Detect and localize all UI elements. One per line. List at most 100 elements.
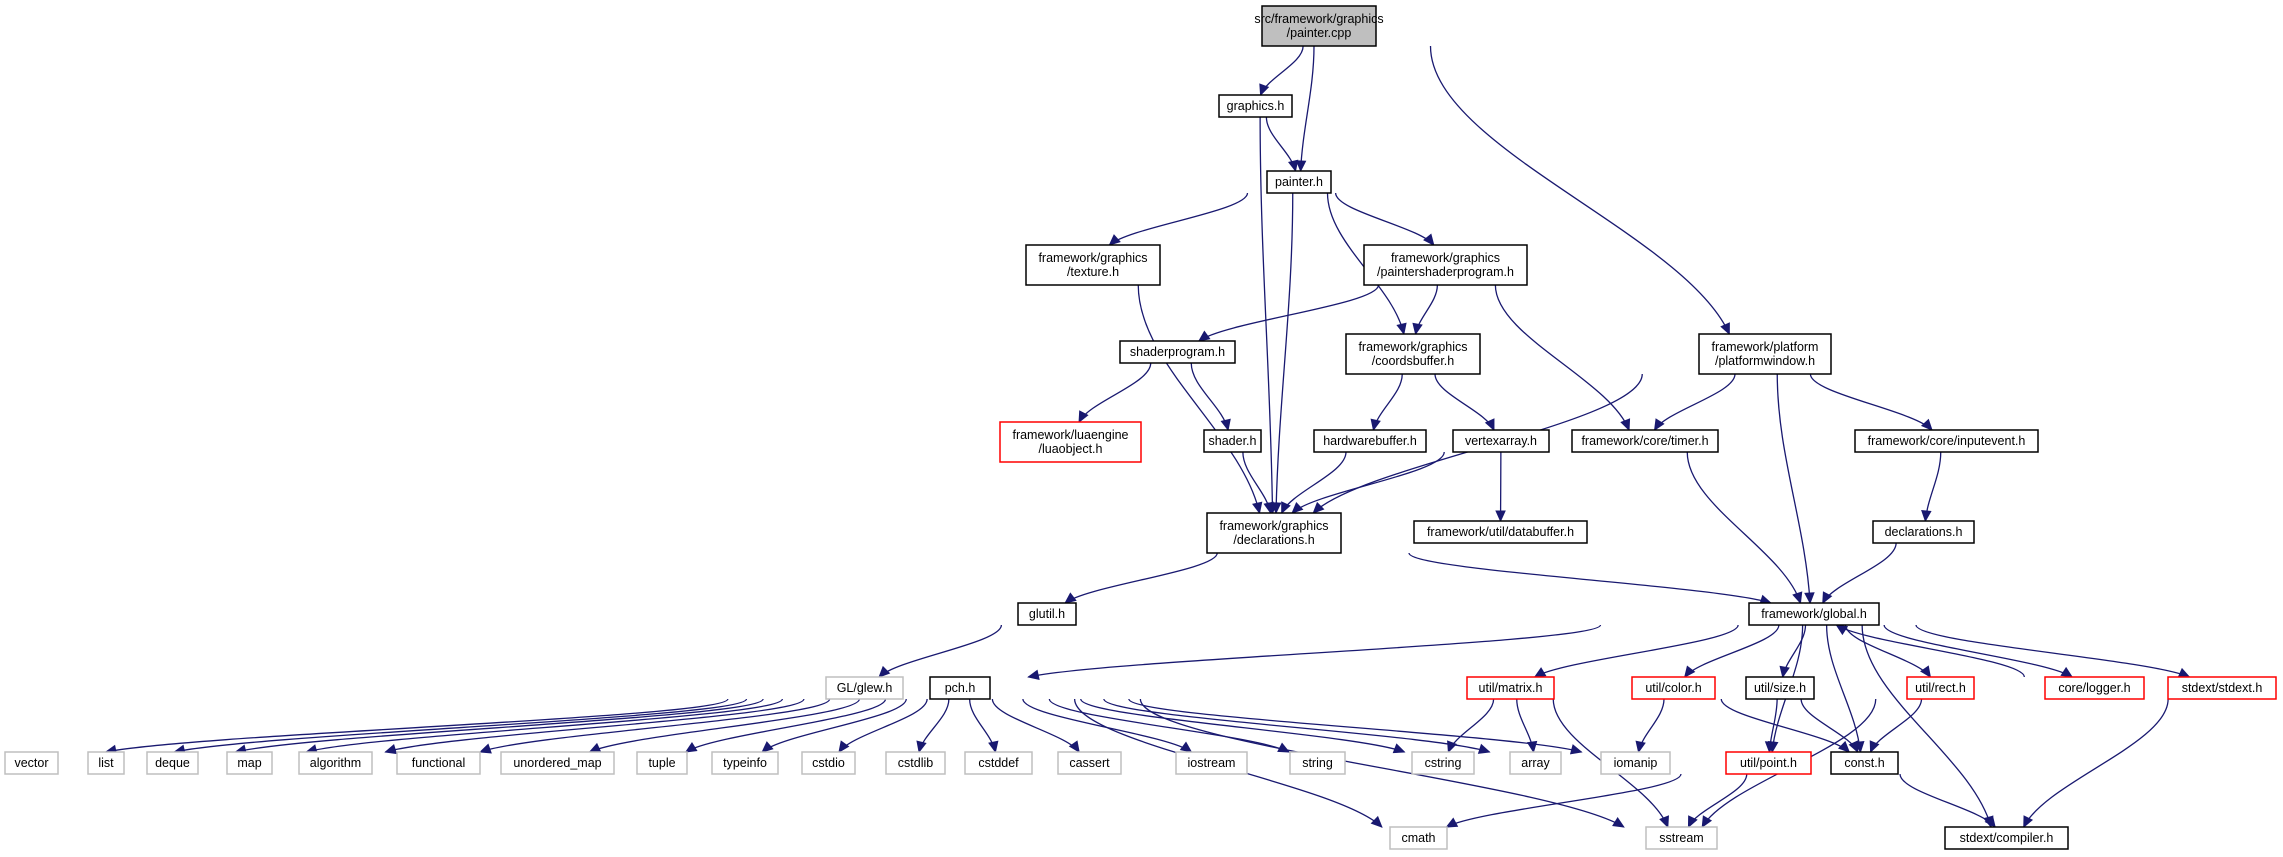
node-pch-h[interactable]: pch.h	[929, 676, 991, 700]
node-declarations-gfx-h[interactable]: framework/graphics/declarations.h	[1206, 512, 1342, 554]
node-label: cstdio	[812, 756, 845, 770]
node-cmath[interactable]: cmath	[1389, 826, 1448, 850]
node-list[interactable]: list	[87, 751, 125, 775]
node-label: util/size.h	[1754, 681, 1806, 695]
node-deque[interactable]: deque	[146, 751, 199, 775]
arrowhead-pch_h-to-cmath	[1370, 815, 1383, 828]
node-label: graphics.h	[1227, 99, 1285, 113]
node-label: framework/graphics	[1219, 519, 1328, 533]
edge-painter_cpp-to-painter_h	[1299, 45, 1315, 172]
node-databuffer-h[interactable]: framework/util/databuffer.h	[1413, 520, 1588, 544]
node-map[interactable]: map	[226, 751, 273, 775]
node-label: util/point.h	[1740, 756, 1797, 770]
node-glutil-h[interactable]: glutil.h	[1017, 602, 1077, 626]
node-algorithm[interactable]: algorithm	[298, 751, 373, 775]
node-platformwindow-h[interactable]: framework/platform/platformwindow.h	[1698, 333, 1832, 375]
edge-pch_h-to-map	[306, 698, 784, 753]
node-hardwarebuffer-h[interactable]: hardwarebuffer.h	[1313, 429, 1427, 453]
node-point-h[interactable]: util/point.h	[1725, 751, 1812, 775]
node-unordered-map[interactable]: unordered_map	[500, 751, 615, 775]
arrowhead-pch_h-to-tuple	[684, 741, 698, 753]
node-painter-h[interactable]: painter.h	[1266, 170, 1332, 194]
arrowhead-pch_h-to-unordered_map	[588, 742, 602, 753]
arrowhead-platformwindow_h-to-declarations_gfx_h	[1312, 501, 1325, 514]
edge-pch_h-to-cstdio	[838, 698, 928, 753]
node-timer-h[interactable]: framework/core/timer.h	[1571, 429, 1719, 453]
node-functional[interactable]: functional	[396, 751, 481, 775]
node-matrix-h[interactable]: util/matrix.h	[1466, 676, 1555, 700]
node-cassert[interactable]: cassert	[1057, 751, 1122, 775]
edge-point_h-to-sstream	[1687, 773, 1748, 828]
node-label: glutil.h	[1029, 607, 1065, 621]
node-label: util/rect.h	[1915, 681, 1966, 695]
node-rect-h[interactable]: util/rect.h	[1906, 676, 1975, 700]
node-stdext-h[interactable]: stdext/stdext.h	[2167, 676, 2277, 700]
node-tuple[interactable]: tuple	[636, 751, 688, 775]
node-sstream[interactable]: sstream	[1645, 826, 1718, 850]
node-graphics-h[interactable]: graphics.h	[1218, 94, 1293, 118]
edge-const_h-to-compiler_h	[1899, 773, 1996, 828]
edge-pch_h-to-vector	[105, 698, 729, 753]
node-const-h[interactable]: const.h	[1830, 751, 1899, 775]
node-box	[1944, 826, 2069, 850]
node-label: typeinfo	[723, 756, 767, 770]
node-compiler-h[interactable]: stdext/compiler.h	[1944, 826, 2069, 850]
node-array[interactable]: array	[1509, 751, 1562, 775]
node-coordsbuffer-h[interactable]: framework/graphics/coordsbuffer.h	[1345, 333, 1481, 375]
node-vector[interactable]: vector	[4, 751, 59, 775]
node-inputevent-h[interactable]: framework/core/inputevent.h	[1854, 429, 2039, 453]
node-label: framework/graphics	[1391, 251, 1500, 265]
node-cstdlib[interactable]: cstdlib	[885, 751, 946, 775]
node-typeinfo[interactable]: typeinfo	[711, 751, 779, 775]
arrowhead-pch_h-to-cstring	[1392, 743, 1406, 754]
arrowhead-declarations_gfx_h-to-glutil_h	[1064, 592, 1077, 604]
edge-stdext_h-to-compiler_h	[2023, 698, 2169, 828]
node-logger-h[interactable]: core/logger.h	[2044, 676, 2145, 700]
node-color-h[interactable]: util/color.h	[1631, 676, 1716, 700]
edge-global_h-to-pch_h	[1028, 624, 1602, 678]
arrowhead-pch_h-to-cstddef	[988, 740, 999, 754]
node-string[interactable]: string	[1289, 751, 1346, 775]
edge-painter_h-to-coordsbuffer_h	[1326, 192, 1405, 335]
node-paintershaderprogram-h[interactable]: framework/graphics/paintershaderprogram.…	[1363, 244, 1528, 286]
node-box	[1571, 429, 1719, 453]
arrowhead-pch_h-to-string	[1277, 742, 1290, 753]
node-shaderprogram-h[interactable]: shaderprogram.h	[1119, 340, 1236, 364]
node-label: string	[1302, 756, 1333, 770]
node-label: functional	[412, 756, 466, 770]
node-label: algorithm	[310, 756, 361, 770]
node-box	[1748, 602, 1880, 626]
arrowhead-color_h-to-iomanip	[1635, 740, 1646, 754]
edge-paintershaderprogram_h-to-timer_h	[1494, 284, 1630, 431]
node-shader-h[interactable]: shader.h	[1203, 429, 1262, 453]
node-declarations-h[interactable]: declarations.h	[1872, 520, 1975, 544]
node-label: stdext/stdext.h	[2182, 681, 2263, 695]
edge-declarations_gfx_h-to-global_h	[1408, 552, 1771, 604]
node-label: /platformwindow.h	[1715, 354, 1815, 368]
edge-platformwindow_h-to-global_h	[1776, 373, 1811, 604]
node-label: pch.h	[945, 681, 976, 695]
node-box	[825, 676, 904, 700]
node-global-h[interactable]: framework/global.h	[1748, 602, 1880, 626]
node-label: framework/core/inputevent.h	[1868, 434, 2026, 448]
node-vertexarray-h[interactable]: vertexarray.h	[1452, 429, 1550, 453]
node-box	[500, 751, 615, 775]
node-label: framework/core/timer.h	[1581, 434, 1708, 448]
arrowhead-paintershaderprogram_h-to-timer_h	[1620, 418, 1631, 432]
node-cstdio[interactable]: cstdio	[801, 751, 856, 775]
node-iostream[interactable]: iostream	[1175, 751, 1248, 775]
node-label: GL/glew.h	[837, 681, 893, 695]
edge-pch_h-to-tuple	[685, 698, 887, 753]
node-box	[1725, 751, 1812, 775]
node-glew-h[interactable]: GL/glew.h	[825, 676, 904, 700]
edge-declarations_gfx_h-to-glutil_h	[1064, 552, 1218, 604]
node-box	[1345, 333, 1481, 375]
node-cstddef[interactable]: cstddef	[964, 751, 1033, 775]
node-texture-h[interactable]: framework/graphics/texture.h	[1025, 244, 1161, 286]
node-cstring[interactable]: cstring	[1411, 751, 1475, 775]
node-iomanip[interactable]: iomanip	[1600, 751, 1671, 775]
edge-painter_h-to-texture_h	[1109, 192, 1249, 246]
node-luaobject-h[interactable]: framework/luaengine/luaobject.h	[999, 421, 1142, 463]
node-box	[885, 751, 946, 775]
node-size-h[interactable]: util/size.h	[1745, 676, 1815, 700]
